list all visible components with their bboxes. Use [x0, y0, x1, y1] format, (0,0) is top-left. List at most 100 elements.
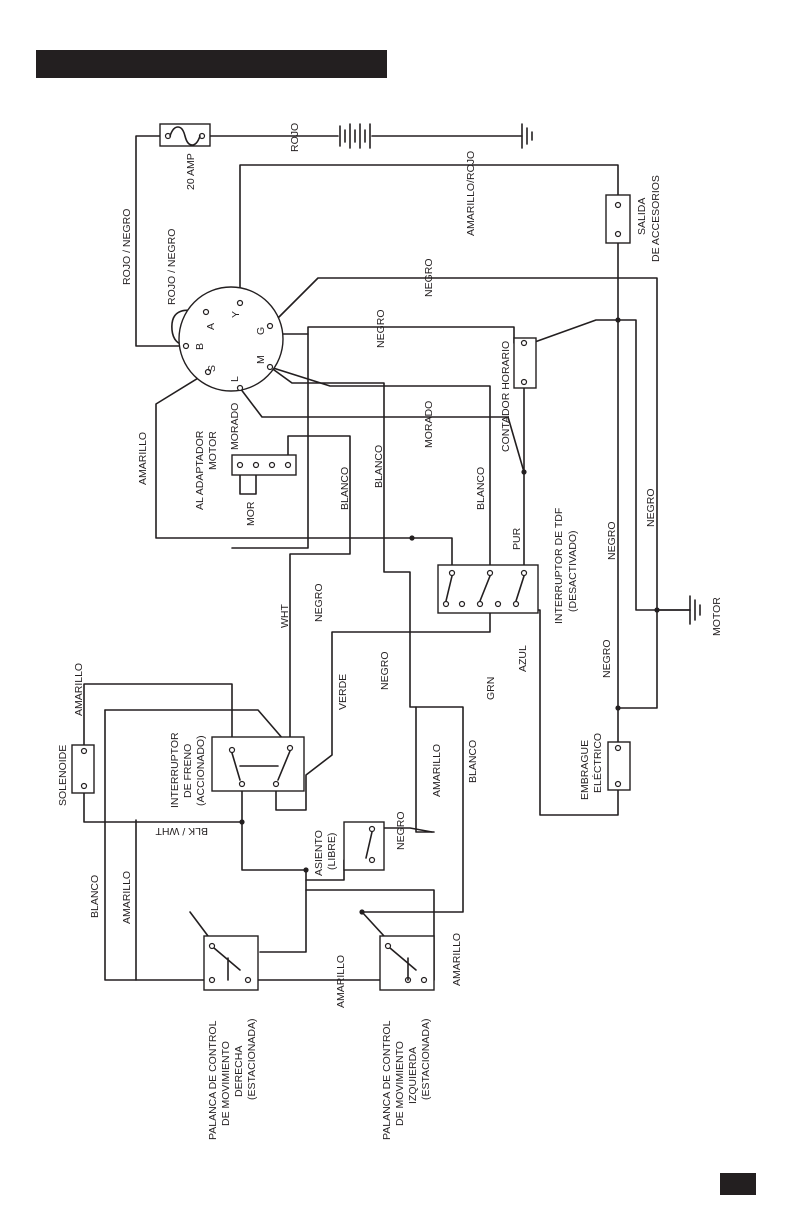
fuse-20-amp: [159, 123, 211, 147]
motor-ground-icon: [689, 595, 701, 625]
ign-terminal-y: Y: [230, 311, 242, 318]
wire-blanco-m2: [269, 366, 464, 913]
label-negro-7: NEGRO: [601, 639, 613, 678]
label-rojo: ROJO: [289, 123, 301, 152]
label-negro-4: NEGRO: [645, 488, 657, 527]
label-embrague-1: EMBRAGUE: [579, 740, 591, 800]
label-tdf-2: (DESACTIVADO): [567, 531, 579, 612]
wire-negro-embrague: [617, 609, 658, 709]
label-rojo-negro-1: ROJO / NEGRO: [121, 209, 133, 285]
wire-negro-contador: [269, 326, 515, 344]
label-verde: VERDE: [337, 674, 349, 710]
wire-amarillo-rojo: [239, 164, 619, 303]
page-number-tab: [720, 1173, 756, 1195]
wire-amarillo-long: [415, 706, 435, 833]
wire-rojo-negro-fuse: [135, 135, 186, 347]
brake-switch: [211, 736, 305, 792]
label-blanco-4: BLANCO: [467, 740, 479, 783]
label-azul: AZUL: [517, 645, 529, 672]
wire-contador-top: [531, 319, 619, 344]
electric-clutch: [607, 741, 631, 791]
label-salida-1: SALIDA: [636, 198, 648, 235]
ground-icon: [521, 123, 533, 149]
label-amarillo-6: AMARILLO: [451, 933, 463, 986]
pto-switch: [437, 564, 539, 614]
label-amarillo-4: AMARILLO: [121, 871, 133, 924]
label-contador: CONTADOR HORARIO: [500, 341, 512, 452]
label-pal-der-1: PALANCA DE CONTROL: [207, 1020, 219, 1140]
label-adaptador-2: MOTOR: [207, 431, 219, 470]
wire-blanco-solenoid: [104, 709, 291, 748]
wire-amarillo-s: [155, 371, 453, 571]
junction-dots: [239, 317, 660, 915]
label-amarillo-5: AMARILLO: [335, 955, 347, 1008]
label-asiento-1: ASIENTO: [313, 830, 325, 876]
ign-terminal-g: G: [255, 327, 267, 335]
label-solenoide: SOLENOIDE: [57, 745, 69, 806]
label-pur: PUR: [511, 527, 523, 550]
label-asiento-2: (LIBRE): [326, 833, 338, 870]
label-embrague-2: ELÉCTRICO: [591, 733, 604, 793]
solenoid: [71, 744, 95, 794]
wire-left-lever-top: [361, 911, 385, 937]
label-negro-1: NEGRO: [423, 258, 435, 297]
label-negro-8: NEGRO: [395, 811, 407, 850]
wire-adaptador-right: [287, 435, 351, 748]
label-amarillo-rojo: AMARILLO/ROJO: [465, 151, 477, 236]
wire-amarillo-right: [104, 709, 209, 981]
wire-blanco-m: [269, 366, 491, 571]
label-motor: MOTOR: [711, 597, 723, 636]
label-tdf-1: INTERRUPTOR DE TDF: [553, 508, 565, 624]
left-motion-lever-switch: [379, 935, 435, 991]
header-bar: [36, 50, 387, 78]
label-grn: GRN: [485, 677, 497, 700]
ign-terminal-b: B: [194, 343, 206, 350]
accessory-outlet: [605, 194, 631, 244]
label-20-amp: 20 AMP: [185, 153, 197, 190]
label-amarillo-2: AMARILLO: [73, 663, 85, 716]
label-negro-6: NEGRO: [379, 651, 391, 690]
label-freno-2: DE FRENO: [182, 744, 194, 798]
label-blk-wht: BLK / WHT: [155, 825, 208, 837]
label-amarillo-3: AMARILLO: [431, 744, 443, 797]
ign-terminal-s: S: [206, 365, 218, 372]
label-pal-der-2: DE MOVIMIENTO: [220, 1041, 232, 1126]
label-pal-izq-4: (ESTACIONADA): [420, 1019, 432, 1100]
label-mor: MOR: [245, 501, 257, 526]
right-motion-lever-switch: [203, 935, 259, 991]
label-negro-2: NEGRO: [375, 309, 387, 348]
wire-negro-brake: [231, 333, 309, 549]
label-blanco-3: BLANCO: [475, 467, 487, 510]
wire-mor-adaptador: [239, 465, 257, 495]
ignition-switch: [178, 286, 284, 392]
label-pal-der-4: (ESTACIONADA): [246, 1019, 258, 1100]
label-wht: WHT: [279, 604, 291, 628]
label-pal-izq-1: PALANCA DE CONTROL: [381, 1020, 393, 1140]
label-blanco-5: BLANCO: [89, 875, 101, 918]
label-morado-2: MORADO: [423, 401, 435, 448]
label-rojo-negro-2: ROJO / NEGRO: [166, 229, 178, 305]
label-salida-2: DE ACCESORIOS: [650, 175, 662, 262]
label-freno-3: (ACCIONADO): [195, 735, 207, 806]
label-negro-3: NEGRO: [606, 521, 618, 560]
labels: B A Y G M L S 20 AMP ROJO ROJO / NEGRO R…: [57, 123, 723, 1140]
wire-grn: [275, 609, 491, 811]
ign-terminal-a: A: [205, 323, 217, 330]
label-pal-izq-2: DE MOVIMIENTO: [394, 1041, 406, 1126]
battery-icon: [339, 123, 371, 149]
wire-amarillo-solenoid: [83, 785, 243, 823]
label-blanco-1: BLANCO: [339, 467, 351, 510]
label-adaptador-1: AL ADAPTADOR: [194, 430, 206, 510]
wire-morado: [239, 387, 525, 571]
seat-switch: [343, 821, 385, 871]
ign-terminal-m: M: [255, 355, 267, 364]
hour-meter: [513, 337, 537, 389]
label-freno-1: INTERRUPTOR: [169, 732, 181, 808]
label-pal-der-3: DERECHA: [233, 1046, 245, 1097]
wire-wht: [83, 683, 233, 749]
label-amarillo-1: AMARILLO: [137, 432, 149, 485]
wire-right-lever-top: [189, 911, 209, 937]
label-morado-1: MORADO: [229, 403, 241, 450]
